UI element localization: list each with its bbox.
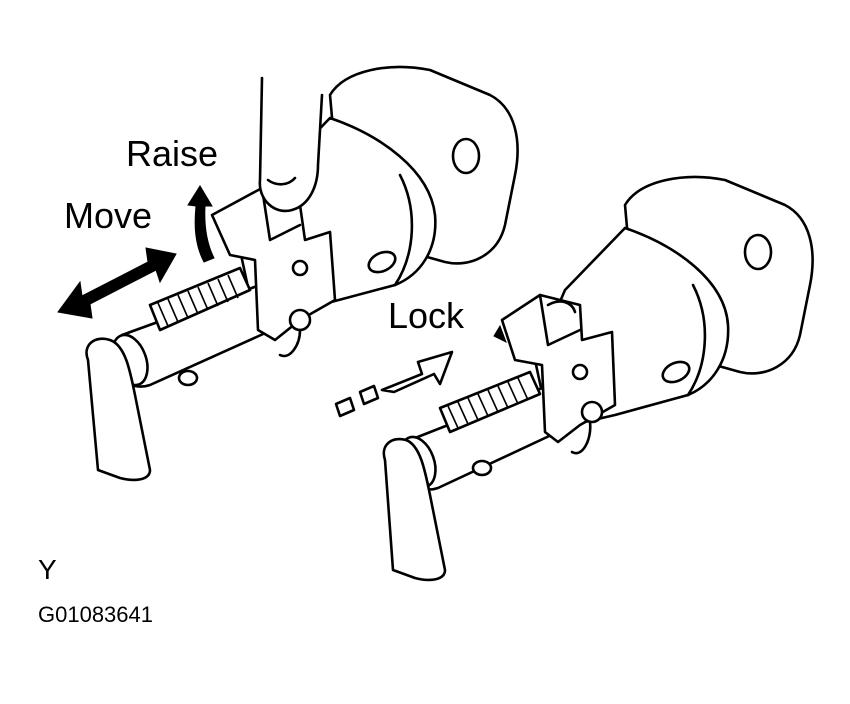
right-assembly: [382, 175, 814, 582]
left-lever-pin-top: [291, 259, 309, 277]
left-flange-hole: [451, 137, 481, 175]
right-housing-slot: [661, 360, 691, 384]
right-lever-pin-top: [571, 363, 589, 381]
figure-code: G01083641: [38, 602, 153, 627]
left-lever-pin-bottom: [288, 308, 312, 332]
right-flange-hole: [743, 233, 773, 271]
right-lever-tick: [493, 324, 507, 344]
right-lever-pin-bottom: [580, 400, 604, 424]
right-spring-hook: [570, 420, 592, 455]
left-housing-slot: [367, 250, 397, 274]
left-housing-edge: [393, 173, 414, 287]
right-shaft-pin: [471, 459, 493, 477]
lock-arrow-icon: [334, 350, 454, 418]
right-hand: [382, 437, 447, 582]
raise-curved-arrow-icon: [187, 185, 215, 263]
move-label: Move: [64, 195, 153, 236]
left-spring-hook: [278, 328, 302, 358]
left-thumb: [258, 76, 324, 213]
raise-label: Raise: [126, 133, 219, 174]
left-shaft-pin: [177, 369, 199, 387]
left-hand: [85, 337, 152, 482]
left-serrations: [148, 266, 252, 332]
move-double-arrow-icon: [57, 247, 177, 319]
left-assembly: [85, 65, 519, 482]
right-serrations: [438, 370, 542, 434]
lock-label: Lock: [388, 295, 465, 336]
view-letter: Y: [38, 554, 57, 585]
